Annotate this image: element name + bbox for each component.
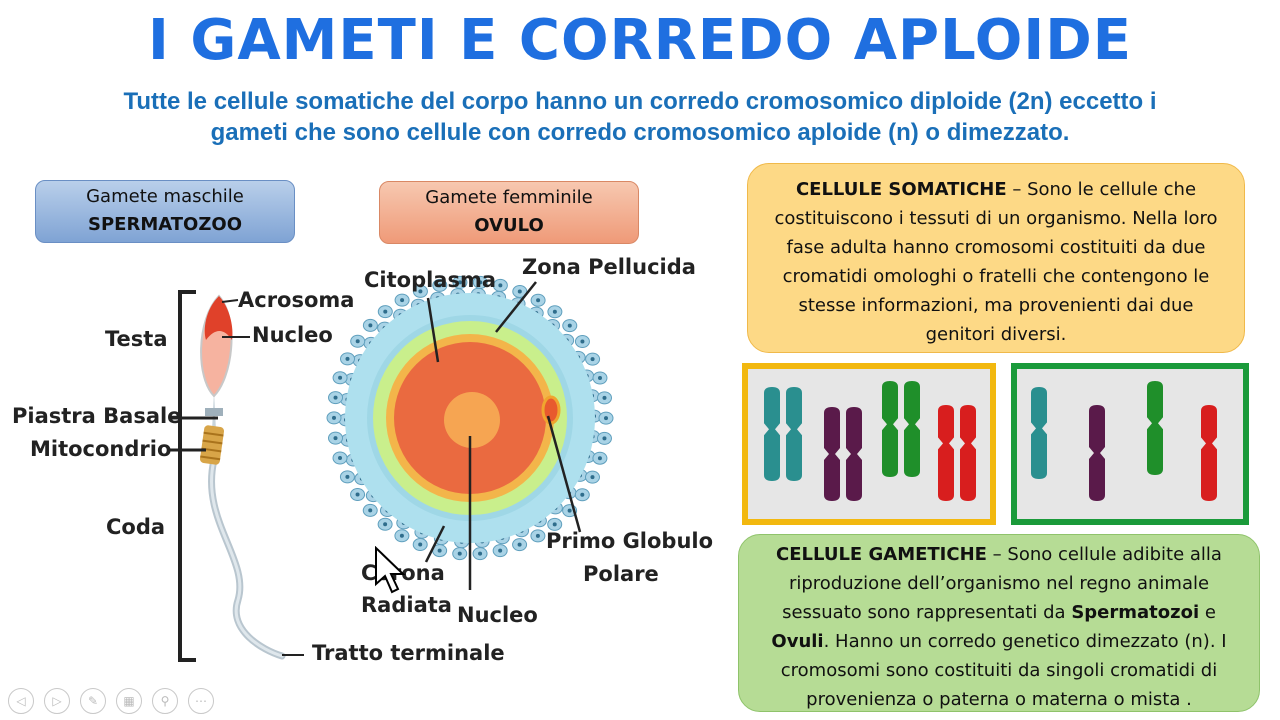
- haploid-chromosomes: [1011, 363, 1249, 525]
- male-gamete-label: Gamete maschile: [86, 186, 244, 207]
- somatic-heading: CELLULE SOMATICHE: [795, 179, 1007, 200]
- subtitle-line-1: Tutte le cellule somatiche del corpo han…: [123, 88, 1157, 115]
- diploid-chromosomes: [742, 363, 996, 525]
- female-gamete-label: Gamete femminile: [425, 187, 593, 208]
- label-coda: Coda: [106, 515, 166, 539]
- chromatid: [960, 405, 976, 501]
- mitochondria: [199, 425, 225, 465]
- label-mitocondrio: Mitocondrio: [30, 437, 172, 461]
- male-gamete-name: SPERMATOZOO: [88, 214, 242, 235]
- head-bracket: [178, 290, 196, 662]
- subtitle-line-2: gameti che sono cellule con corredo crom…: [210, 119, 1070, 146]
- acrosome: [204, 296, 233, 340]
- gametic-bold-spermatozoi: Spermatozoi: [1071, 602, 1200, 623]
- chromatid: [824, 407, 840, 501]
- polar-body: [541, 395, 561, 425]
- mouse-cursor-icon: [375, 546, 406, 594]
- gametic-text-1: – Sono cellule adibite alla riproduzione…: [782, 544, 1222, 623]
- label-polare: Polare: [583, 562, 659, 586]
- label-tratto-terminale: Tratto terminale: [312, 641, 505, 665]
- zoom-icon[interactable]: ⚲: [152, 688, 178, 714]
- somatic-cells-panel: CELLULE SOMATICHE – Sono le cellule che …: [747, 163, 1245, 353]
- male-gamete-box: Gamete maschile SPERMATOZOO: [35, 180, 295, 243]
- chromatid: [1031, 387, 1047, 479]
- ovum-diagram: [326, 275, 614, 590]
- label-primo-globulo: Primo Globulo: [546, 529, 714, 553]
- chromatid: [764, 387, 780, 481]
- haploid-chromosome-set: [1031, 381, 1217, 501]
- next-icon[interactable]: ▷: [44, 688, 70, 714]
- chromatid: [904, 381, 920, 477]
- sperm-tail: [208, 456, 286, 660]
- slides-icon[interactable]: ▦: [116, 688, 142, 714]
- label-sperm-nucleo: Nucleo: [252, 323, 333, 347]
- label-citoplasma: Citoplasma: [364, 268, 497, 292]
- more-icon[interactable]: ⋯: [188, 688, 214, 714]
- chromatid: [786, 387, 802, 481]
- label-egg-nucleo: Nucleo: [457, 603, 538, 627]
- chromatid: [1147, 381, 1163, 475]
- chromatid: [882, 381, 898, 477]
- egg-nucleus: [444, 392, 500, 448]
- presentation-toolbar: ◁ ▷ ✎ ▦ ⚲ ⋯: [8, 688, 214, 714]
- gametic-text-2: e: [1199, 602, 1216, 623]
- somatic-text: – Sono le cellule che costituiscono i te…: [774, 179, 1218, 345]
- chromatid: [1201, 405, 1217, 501]
- gametic-cells-panel: CELLULE GAMETICHE – Sono cellule adibite…: [738, 534, 1260, 712]
- diploid-chromosome-set: [764, 381, 976, 501]
- label-radiata: Radiata: [361, 593, 452, 617]
- label-acrosoma: Acrosoma: [238, 288, 355, 312]
- label-piastra-basale: Piastra Basale: [12, 404, 182, 428]
- prev-icon[interactable]: ◁: [8, 688, 34, 714]
- female-gamete-name: OVULO: [474, 215, 544, 236]
- pen-icon[interactable]: ✎: [80, 688, 106, 714]
- subtitle: Tutte le cellule somatiche del corpo han…: [50, 86, 1230, 148]
- sperm-diagram: [170, 290, 304, 662]
- chromatid: [846, 407, 862, 501]
- female-gamete-box: Gamete femminile OVULO: [379, 181, 639, 244]
- label-zona-pellucida: Zona Pellucida: [522, 255, 696, 279]
- chromatid: [938, 405, 954, 501]
- gametic-bold-ovuli: Ovuli: [771, 631, 824, 652]
- gametic-text-3: . Hanno un corredo genetico dimezzato (n…: [780, 631, 1227, 710]
- chromatid: [1089, 405, 1105, 501]
- page-title: I GAMETI E CORREDO APLOIDE: [148, 8, 1132, 73]
- label-testa: Testa: [105, 327, 168, 351]
- gametic-heading: CELLULE GAMETICHE: [776, 544, 987, 565]
